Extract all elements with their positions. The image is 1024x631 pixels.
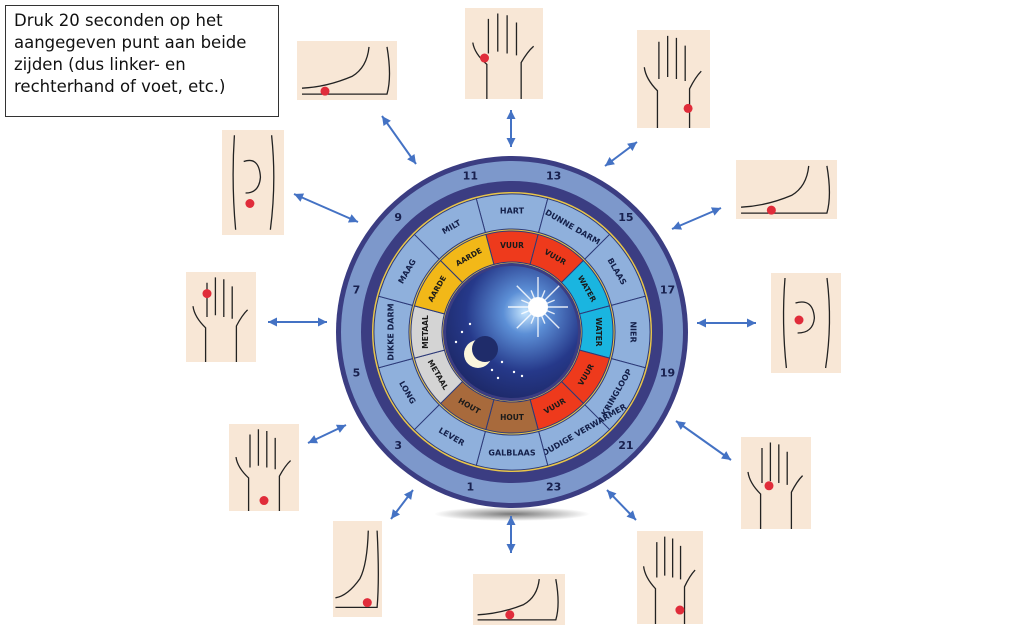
double-arrow <box>390 489 414 520</box>
double-arrow <box>381 115 417 165</box>
hour-label: 17 <box>660 283 675 296</box>
double-arrow <box>606 489 637 521</box>
instruction-box: Druk 20 seconden op het aangegeven punt … <box>5 5 279 117</box>
meridian-label: DIKKE DARM <box>387 303 396 360</box>
foot-icon <box>736 160 837 219</box>
double-arrow <box>307 424 347 444</box>
meridian-label: GALBLAAS <box>488 449 535 458</box>
hand-icon <box>465 8 543 99</box>
element-label: WATER <box>594 317 603 346</box>
hour-label: 3 <box>394 439 402 452</box>
sky-disc <box>446 266 578 398</box>
hand-icon <box>229 424 299 511</box>
meridian-sector <box>413 198 486 260</box>
foot-icon <box>297 41 397 100</box>
hour-label: 7 <box>353 283 361 296</box>
hand-icon <box>637 30 710 128</box>
hour-label: 9 <box>394 211 402 224</box>
instruction-text: Druk 20 seconden op het aangegeven punt … <box>14 11 247 96</box>
double-arrow <box>268 317 327 327</box>
element-label: METAAL <box>421 315 430 349</box>
element-sector <box>439 233 495 284</box>
hand-icon <box>637 531 703 624</box>
hand-icon <box>186 272 256 362</box>
wheel-shadow <box>434 507 590 521</box>
element-label: HOUT <box>500 413 525 422</box>
double-arrow <box>506 516 516 553</box>
element-label: VUUR <box>500 241 524 250</box>
hour-label: 5 <box>353 367 361 380</box>
double-arrow <box>675 420 732 461</box>
hour-label: 21 <box>618 439 633 452</box>
double-arrow <box>604 141 638 167</box>
stars-icon <box>454 322 524 380</box>
moon-icon <box>464 336 498 368</box>
double-arrow <box>506 110 516 147</box>
hour-label: 23 <box>546 481 561 494</box>
hour-label: 19 <box>660 367 675 380</box>
double-arrow <box>697 318 756 328</box>
knee-icon <box>771 273 841 373</box>
meridian-label: NIER <box>629 321 638 342</box>
hour-label: 11 <box>463 169 478 182</box>
double-arrow <box>671 207 722 230</box>
double-arrow <box>293 193 359 223</box>
foot-icon <box>333 521 382 617</box>
hand-icon <box>741 437 811 529</box>
hour-label: 15 <box>618 211 633 224</box>
knee-icon <box>222 130 284 235</box>
foot-icon <box>473 574 565 625</box>
hour-label: 1 <box>467 481 475 494</box>
meridian-label: HART <box>500 207 525 216</box>
sun-icon <box>508 277 568 337</box>
hour-label: 13 <box>546 169 561 182</box>
